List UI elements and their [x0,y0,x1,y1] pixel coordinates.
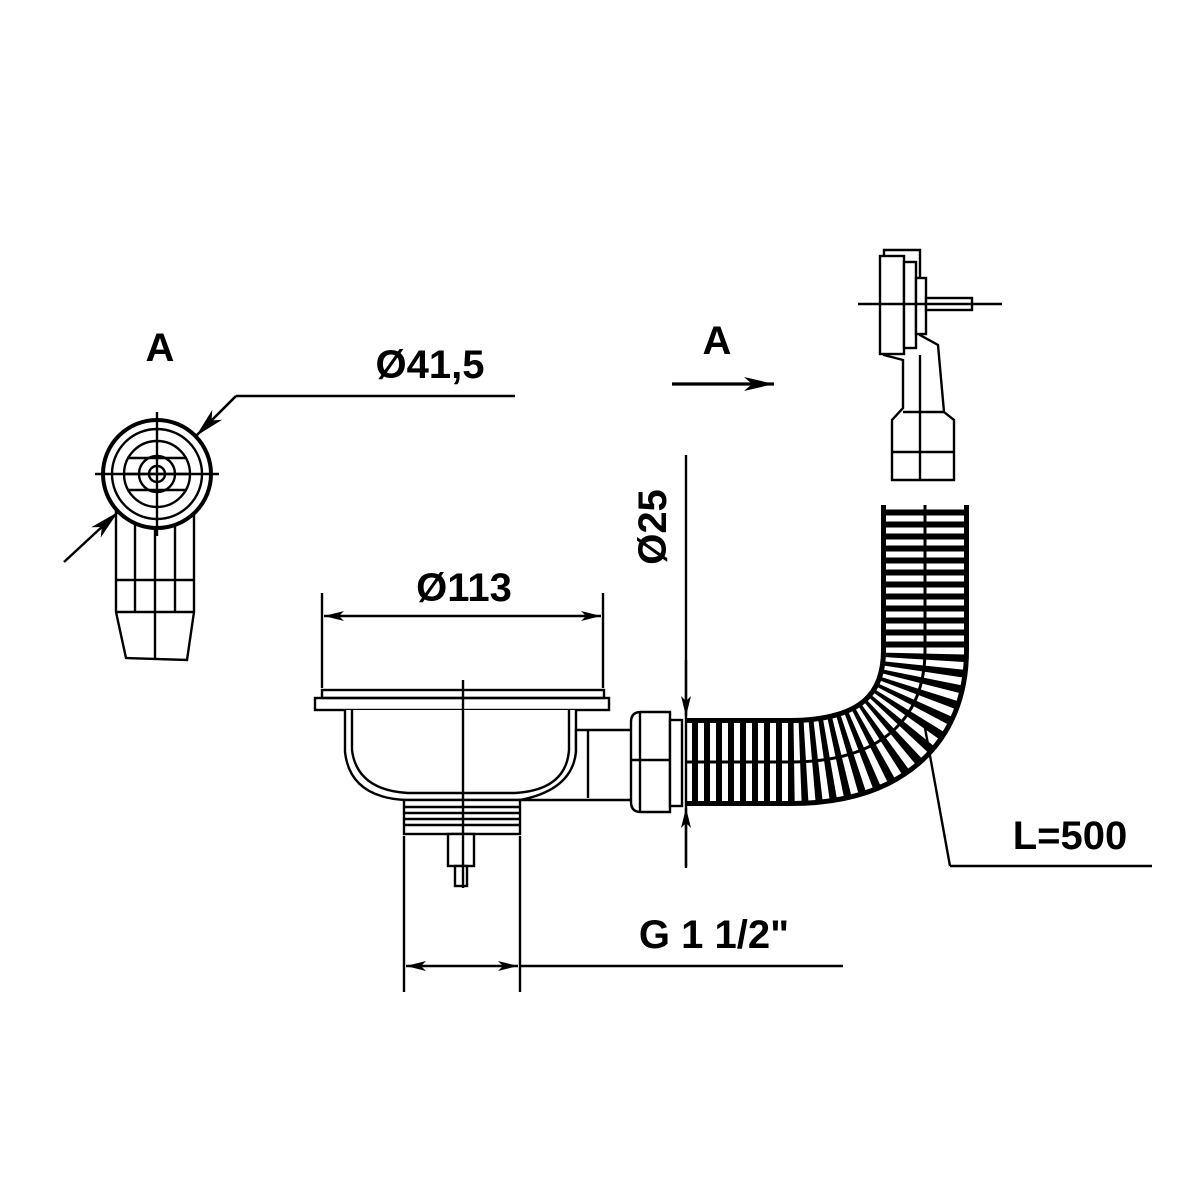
outlet-nut [629,710,672,814]
hose-diameter-label: Ø25 [631,489,675,565]
sink-basket [313,680,684,888]
view-a-label-left: A [146,326,175,370]
basket-diameter-label: Ø113 [416,566,512,610]
dimensions [320,377,1152,992]
thread-label: G 1 1/2" [639,913,789,957]
view-a-arrow-label: A [703,319,732,363]
corrugated-hose [686,248,1002,806]
outlet-pipe [519,728,637,802]
overflow-detail-view [63,394,515,662]
length-label: L=500 [1013,814,1128,858]
overflow-diameter-label: Ø41,5 [376,343,485,387]
